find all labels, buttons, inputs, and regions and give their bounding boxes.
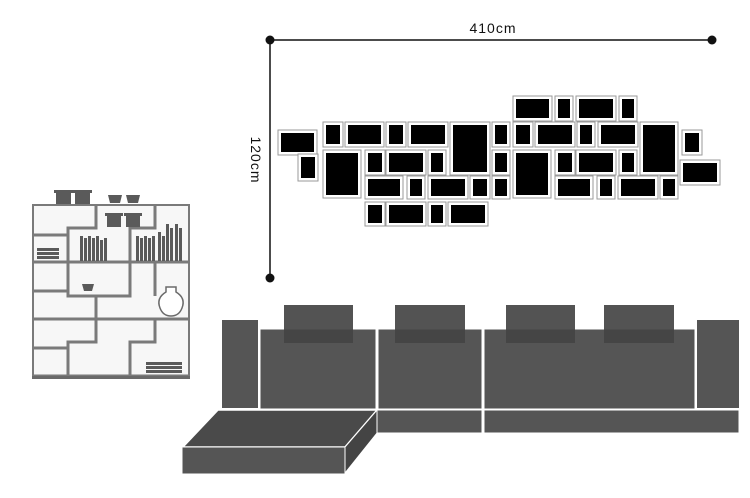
- photo-frame-picture: [600, 179, 612, 196]
- photo-frame-picture: [516, 99, 549, 118]
- photo-frame-picture: [683, 163, 717, 182]
- photo-frame-picture: [516, 153, 548, 195]
- photo-frame-picture: [368, 153, 382, 172]
- photo-frame-picture: [451, 205, 485, 223]
- photo-frame-picture: [326, 153, 358, 195]
- photo-frame-picture: [389, 153, 423, 172]
- photo-frame-picture: [495, 179, 507, 196]
- vase: [158, 286, 184, 317]
- pillow-1: [284, 305, 353, 343]
- photo-frame-picture: [622, 99, 634, 118]
- photo-frame-picture: [410, 179, 422, 196]
- photo-frame-picture: [558, 153, 572, 172]
- photo-frame-picture: [368, 179, 400, 196]
- dimension-dot-bottom: [265, 273, 275, 283]
- photo-frame-picture: [431, 205, 443, 223]
- photo-frame-picture: [473, 179, 487, 196]
- photo-frame-picture: [495, 153, 507, 172]
- chaise-front: [181, 446, 346, 475]
- photo-frame-picture: [622, 153, 634, 172]
- pillow-2: [395, 305, 465, 343]
- photo-frame-picture: [368, 205, 382, 223]
- photo-frame-picture: [326, 125, 340, 144]
- photo-frame-picture: [538, 125, 572, 144]
- sofa-left-arm: [222, 320, 258, 408]
- photo-frame-picture: [580, 125, 592, 144]
- sofa-seat-front-1: [376, 409, 483, 434]
- width-label: 410cm: [469, 20, 516, 36]
- photo-frame-picture: [558, 179, 590, 196]
- photo-frame-picture: [348, 125, 381, 144]
- sofa-seat-front-2: [483, 409, 740, 434]
- height-label: 120cm: [248, 136, 264, 183]
- photo-frame-picture: [621, 179, 655, 196]
- photo-frame-picture: [601, 125, 635, 144]
- photo-frame-picture: [431, 179, 465, 196]
- chaise-top: [181, 409, 379, 448]
- photo-frame-wall: [277, 95, 721, 227]
- photo-frame-picture: [558, 99, 570, 118]
- sectional-sofa: [181, 305, 740, 475]
- pillow-4: [604, 305, 674, 343]
- photo-frame-picture: [453, 125, 487, 172]
- photo-frame-picture: [516, 125, 530, 144]
- bowl: [82, 284, 94, 291]
- photo-frame-picture: [495, 125, 507, 144]
- photo-frame-picture: [579, 99, 613, 118]
- pillow-3: [506, 305, 575, 343]
- photo-frame-picture: [431, 153, 443, 172]
- pillows: [284, 305, 674, 343]
- photo-frame-picture: [643, 125, 675, 172]
- dimension-dot-top-right: [707, 35, 717, 45]
- bookshelf-base: [32, 376, 190, 379]
- sofa-right-arm: [697, 320, 739, 408]
- photo-frame-picture: [685, 133, 699, 152]
- bookshelf: [32, 190, 190, 379]
- photo-frame-picture: [281, 133, 314, 152]
- photo-frame-picture: [301, 157, 315, 178]
- photo-frame-picture: [579, 153, 613, 172]
- photo-frame-picture: [411, 125, 445, 144]
- dimension-dot-top-left: [265, 35, 275, 45]
- books: [37, 224, 182, 373]
- photo-frame-picture: [389, 205, 423, 223]
- photo-frame-picture: [389, 125, 403, 144]
- shelf-top-boxes: [54, 190, 142, 227]
- photo-frame-picture: [663, 179, 675, 196]
- dimension-markers: 410cm 120cm: [248, 20, 717, 283]
